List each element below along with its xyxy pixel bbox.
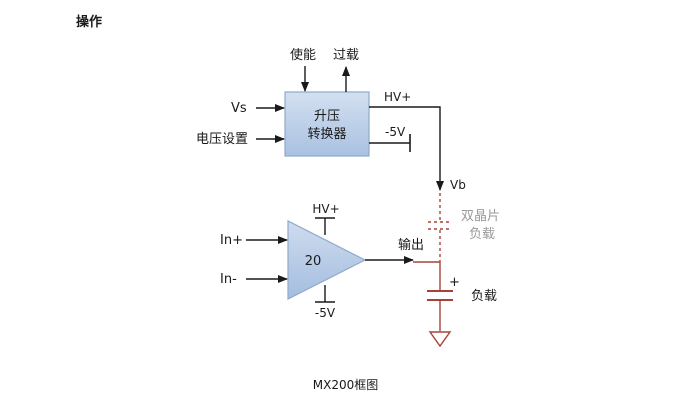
amp-neg-label: -5V bbox=[315, 306, 336, 320]
amp-hv-label: HV+ bbox=[312, 202, 339, 216]
vs-label: Vs bbox=[231, 101, 247, 116]
voltage-set-label: 电压设置 bbox=[196, 132, 248, 147]
section-heading: 操作 bbox=[76, 15, 103, 30]
load-label: 负载 bbox=[471, 289, 497, 304]
figure-caption: MX200框图 bbox=[312, 378, 379, 392]
vb-label: Vb bbox=[450, 178, 466, 192]
amplifier-triangle bbox=[287, 220, 367, 300]
dual-load-label-line2: 负载 bbox=[469, 227, 495, 242]
in-plus-label: In+ bbox=[220, 233, 243, 248]
boost-neg-label: -5V bbox=[385, 125, 406, 139]
amplifier-gain: 20 bbox=[305, 254, 322, 269]
load-polarity: + bbox=[449, 275, 460, 290]
boost-label-line2: 转换器 bbox=[307, 127, 346, 142]
output-label: 输出 bbox=[398, 237, 424, 253]
overload-label: 过载 bbox=[333, 48, 359, 63]
dual-load-label-line1: 双晶片 bbox=[461, 209, 500, 224]
ground-icon bbox=[428, 331, 452, 348]
hv-output-wire bbox=[369, 106, 444, 191]
boost-label-line1: 升压 bbox=[314, 109, 340, 124]
enable-label: 使能 bbox=[290, 47, 316, 63]
boost-converter-block bbox=[284, 91, 370, 157]
in-minus-label: In- bbox=[220, 272, 237, 287]
boost-hv-label: HV+ bbox=[384, 90, 411, 104]
